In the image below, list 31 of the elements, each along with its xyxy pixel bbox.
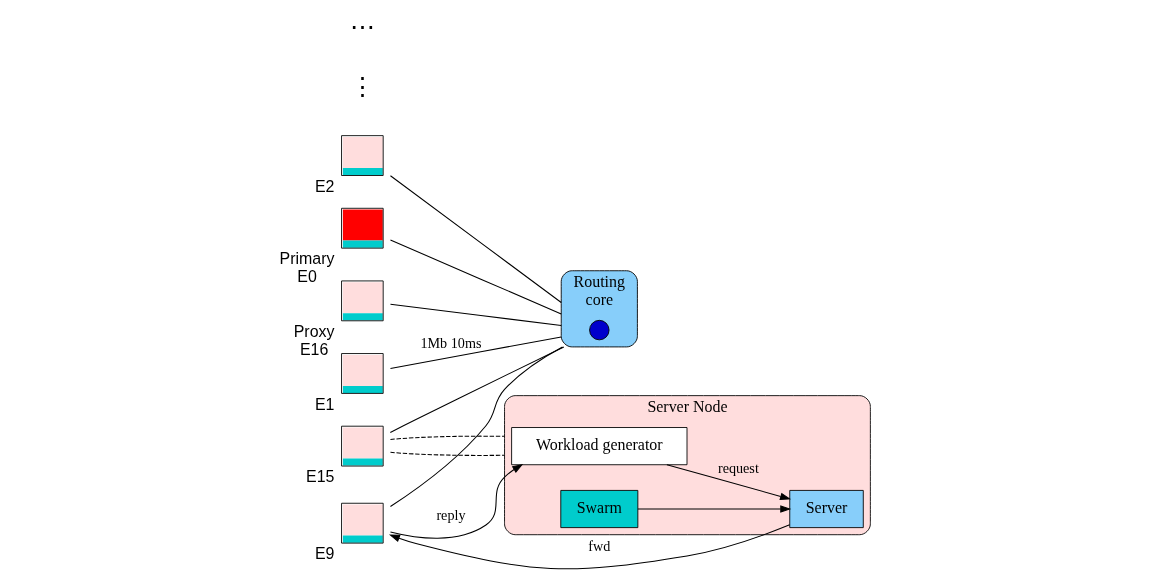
node-label: Primary — [279, 250, 334, 268]
edge-label: 1Mb 10ms — [419, 334, 481, 351]
connector — [389, 435, 505, 440]
node-label: E16 — [299, 340, 328, 358]
edge-label: fwd — [587, 538, 610, 555]
node-label: E0 — [296, 268, 317, 286]
connector — [389, 336, 562, 369]
connector — [389, 346, 564, 433]
arrow — [388, 524, 790, 570]
label: ⋯ — [349, 13, 375, 41]
edge-label: reply — [435, 507, 465, 524]
node-box: Workload generator — [510, 427, 687, 466]
node-label: Proxy — [293, 323, 334, 341]
label: ⋮ — [349, 73, 375, 101]
node-box: Server — [788, 489, 864, 529]
arrow — [665, 464, 791, 501]
connector — [389, 451, 505, 456]
node-label: E15 — [305, 468, 334, 486]
arrow — [389, 463, 523, 539]
cluster: Routing core — [560, 270, 638, 348]
edge-label: request — [717, 460, 759, 477]
node-label: E9 — [314, 545, 334, 563]
connector — [389, 175, 562, 303]
connector — [389, 346, 563, 508]
arrow — [636, 505, 791, 513]
node-box: Swarm — [559, 489, 638, 529]
connector — [389, 303, 562, 326]
node-label: E1 — [314, 395, 334, 413]
node-circle — [588, 319, 609, 341]
connector — [389, 239, 562, 315]
node-label: E2 — [314, 177, 334, 195]
